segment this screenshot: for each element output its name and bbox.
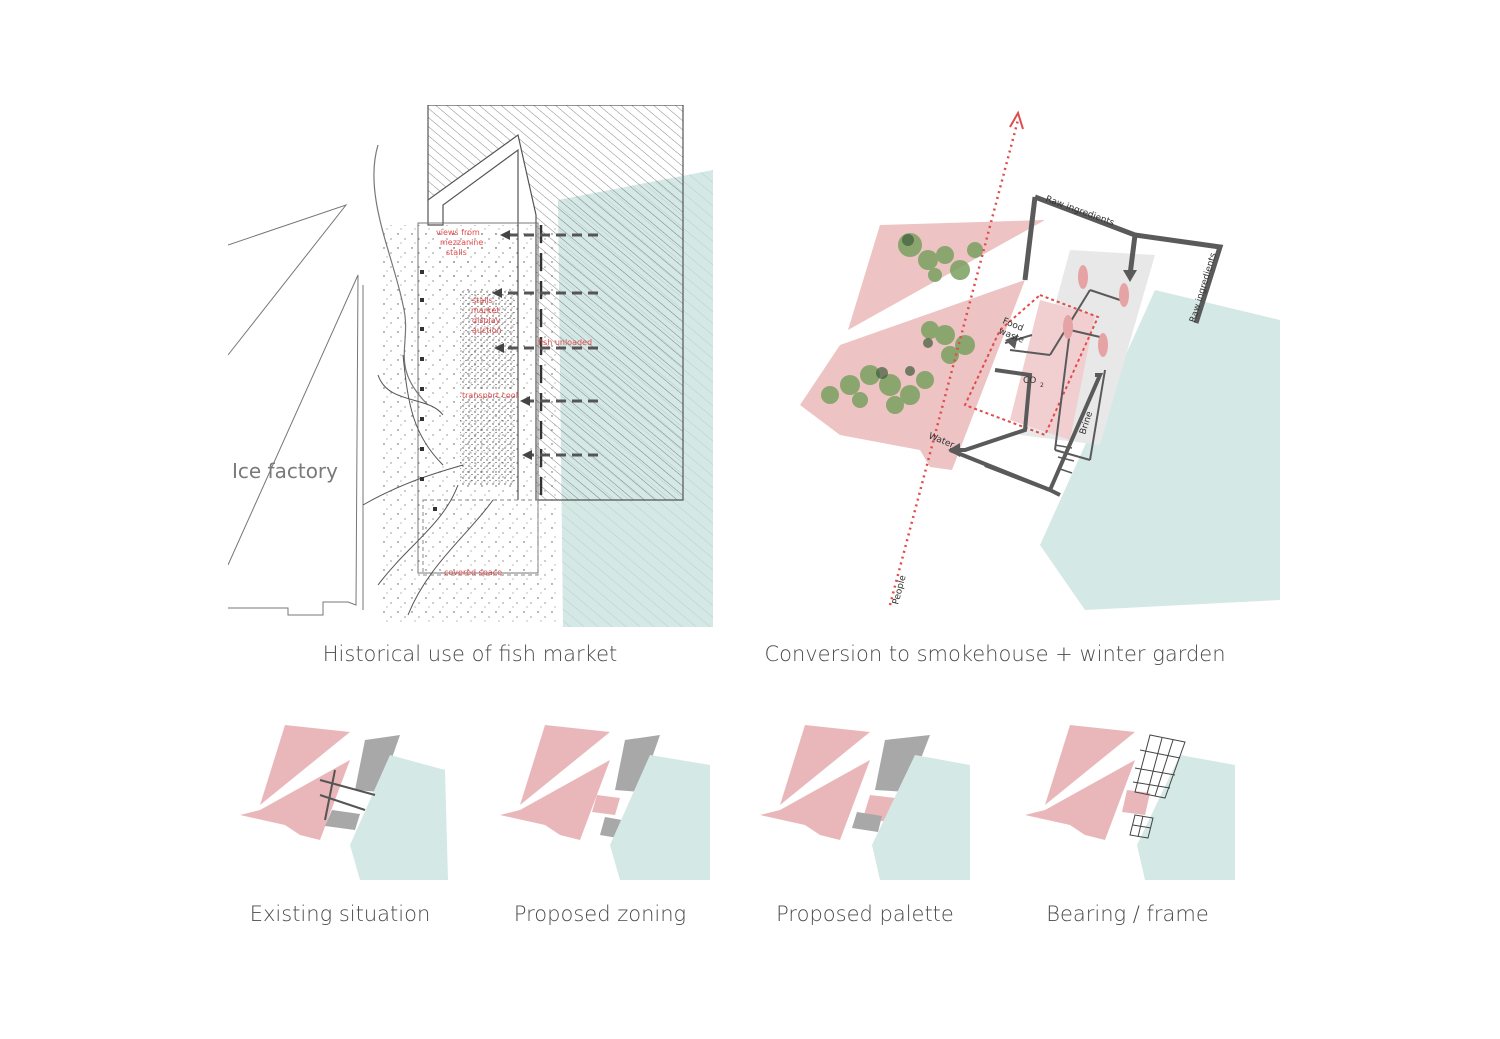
label-transport: transport cool bbox=[462, 391, 518, 400]
small-diagram-frame bbox=[1025, 725, 1235, 880]
tree-icon bbox=[921, 321, 939, 339]
garden-zone-top bbox=[848, 220, 1045, 330]
label-co2: CO bbox=[1023, 376, 1036, 386]
label-raw-ingredients-1: Raw ingredients bbox=[1044, 194, 1116, 228]
tree-icon bbox=[821, 386, 839, 404]
label-people: People bbox=[891, 574, 909, 606]
label-stalls-1: stalls bbox=[472, 296, 493, 305]
small-diagram-palette bbox=[760, 725, 970, 880]
fish-figure bbox=[1078, 265, 1088, 289]
caption-historical: Historical use of fish market bbox=[322, 642, 618, 666]
caption-existing-situation: Existing situation bbox=[249, 902, 431, 926]
caption-proposed-zoning: Proposed zoning bbox=[513, 902, 687, 926]
label-stalls-3: display bbox=[472, 316, 501, 325]
smokehouse-diagram: Raw ingredients Raw ingredients Food was… bbox=[800, 110, 1280, 610]
fish-figure bbox=[1119, 283, 1129, 307]
ice-factory-outline bbox=[228, 203, 348, 356]
small-diagram-zoning bbox=[500, 725, 710, 880]
caption-proposed-palette: Proposed palette bbox=[776, 902, 954, 926]
small-diagram-existing bbox=[240, 725, 448, 880]
label-views-2: mezzanine bbox=[440, 238, 483, 247]
fish-figure bbox=[1098, 333, 1108, 357]
right-water-area bbox=[1040, 290, 1280, 610]
label-stalls-4: auction bbox=[472, 326, 502, 335]
label-co2-sub: 2 bbox=[1040, 382, 1044, 389]
label-covered-space: covered space bbox=[444, 568, 502, 577]
historical-plan-drawing: views from mezzanine stalls stalls marke… bbox=[228, 105, 713, 627]
label-views: views from bbox=[436, 228, 480, 237]
ice-factory-label: Ice factory bbox=[232, 459, 338, 483]
caption-bearing-frame: Bearing / frame bbox=[1046, 902, 1209, 926]
label-views-3: stalls bbox=[446, 248, 467, 257]
label-stalls-2: market bbox=[471, 306, 499, 315]
caption-conversion: Conversion to smokehouse + winter garden bbox=[764, 642, 1226, 666]
label-fish-unloaded: fish unloaded bbox=[538, 338, 592, 347]
fish-figure bbox=[1063, 315, 1073, 339]
